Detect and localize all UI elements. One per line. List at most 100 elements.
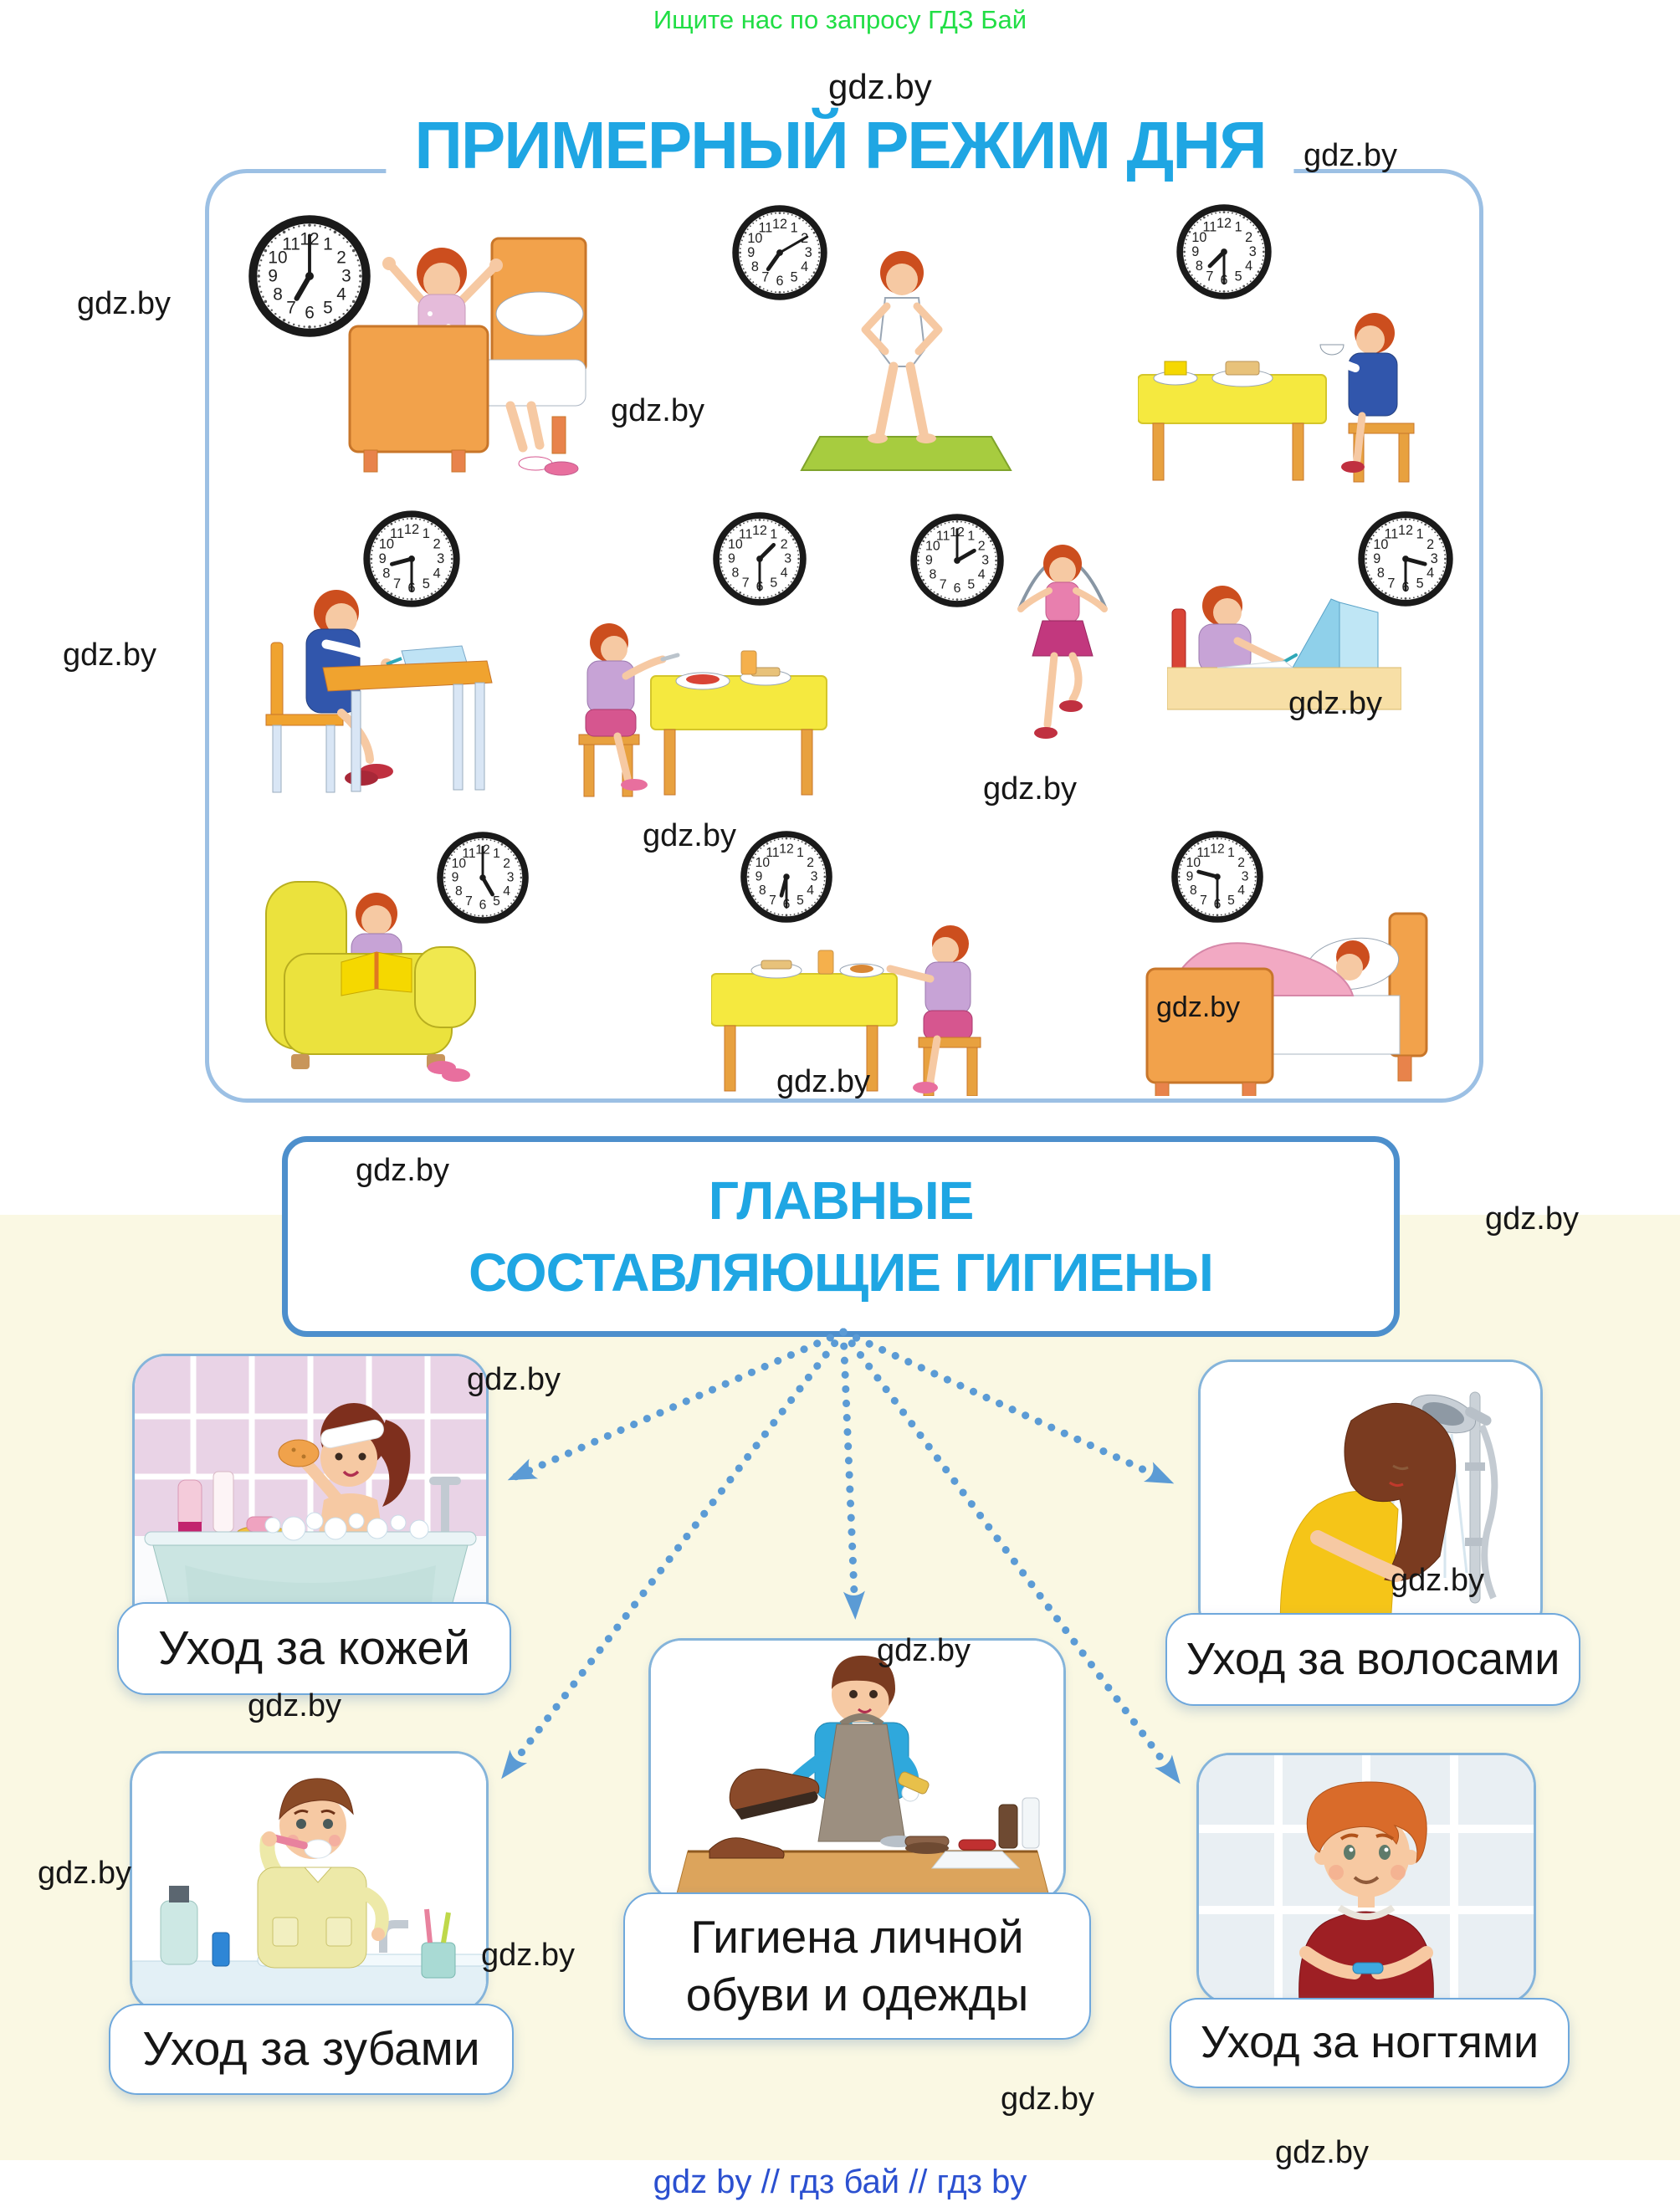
card-shoes-care-label: Гигиена личной обуви и одежды bbox=[623, 1892, 1091, 2040]
scene-jumping-rope-illustration bbox=[1017, 545, 1108, 739]
svg-text:3: 3 bbox=[805, 245, 812, 260]
card-teeth-care-image bbox=[130, 1751, 489, 2013]
gdz-watermark: gdz.by bbox=[1156, 991, 1241, 1023]
svg-text:3: 3 bbox=[811, 870, 818, 884]
svg-text:10: 10 bbox=[268, 248, 287, 268]
svg-text:6: 6 bbox=[479, 899, 487, 913]
clock-lunch: 121234567891011 bbox=[710, 510, 809, 608]
svg-text:3: 3 bbox=[1249, 244, 1257, 259]
gdz-watermark: gdz.by bbox=[1485, 1201, 1579, 1237]
hygiene-title-line2: СОСТАВЛЯЮЩИЕ ГИГИЕНЫ bbox=[469, 1242, 1214, 1303]
svg-text:8: 8 bbox=[1377, 566, 1385, 581]
svg-text:11: 11 bbox=[766, 846, 779, 860]
svg-text:1: 1 bbox=[1235, 219, 1242, 234]
svg-text:3: 3 bbox=[981, 554, 989, 568]
nail-care-label-text: Уход за ногтями bbox=[1200, 2017, 1539, 2068]
svg-text:9: 9 bbox=[747, 245, 755, 260]
svg-text:10: 10 bbox=[1186, 856, 1201, 870]
gdz-watermark: gdz.by bbox=[983, 771, 1077, 807]
svg-text:1: 1 bbox=[493, 847, 500, 861]
svg-text:12: 12 bbox=[1398, 523, 1413, 538]
routine-title: ПРИМЕРНЫЙ РЕЖИМ ДНЯ bbox=[386, 107, 1294, 184]
svg-text:5: 5 bbox=[323, 299, 333, 318]
skin-care-label-text: Уход за кожей bbox=[157, 1621, 471, 1675]
clock-exercises: 121234567891011 bbox=[730, 202, 830, 303]
arrow-to-nail-care bbox=[839, 1328, 1181, 1785]
shoes-care-label-line2: обуви и одежды bbox=[685, 1969, 1029, 2020]
svg-text:5: 5 bbox=[1227, 894, 1235, 908]
svg-text:1: 1 bbox=[791, 220, 798, 235]
svg-text:1: 1 bbox=[1227, 846, 1235, 860]
svg-text:11: 11 bbox=[462, 847, 475, 861]
promo-text: Ищите нас по запросу ГДЗ Бай bbox=[653, 5, 1027, 34]
svg-text:3: 3 bbox=[341, 267, 351, 286]
girl-taking-bath-illustration bbox=[135, 1356, 486, 1642]
svg-text:10: 10 bbox=[747, 231, 762, 246]
svg-text:7: 7 bbox=[940, 578, 947, 592]
svg-text:9: 9 bbox=[452, 871, 459, 885]
person-cleaning-shoes-illustration bbox=[651, 1641, 1063, 1900]
hygiene-title-line1: ГЛАВНЫЕ bbox=[708, 1170, 975, 1231]
svg-text:12: 12 bbox=[1216, 216, 1232, 231]
svg-text:5: 5 bbox=[423, 576, 430, 591]
svg-text:1: 1 bbox=[323, 234, 333, 253]
svg-text:2: 2 bbox=[807, 856, 814, 870]
svg-text:6: 6 bbox=[776, 274, 783, 289]
shoes-care-label-line1: Гигиена личной bbox=[690, 1911, 1024, 1964]
svg-text:5: 5 bbox=[1416, 576, 1424, 591]
gdz-watermark: gdz.by bbox=[1288, 686, 1382, 721]
svg-text:11: 11 bbox=[282, 234, 300, 253]
svg-text:12: 12 bbox=[752, 524, 767, 538]
svg-text:10: 10 bbox=[1191, 230, 1206, 245]
svg-text:2: 2 bbox=[781, 538, 788, 552]
arrow-to-skin-care bbox=[507, 1328, 848, 1482]
svg-text:7: 7 bbox=[1387, 576, 1395, 591]
svg-text:11: 11 bbox=[758, 220, 772, 235]
svg-text:1: 1 bbox=[796, 846, 804, 860]
svg-text:1: 1 bbox=[770, 527, 777, 541]
svg-text:7: 7 bbox=[1206, 269, 1213, 284]
svg-text:7: 7 bbox=[742, 576, 750, 591]
svg-text:7: 7 bbox=[286, 299, 296, 318]
svg-text:10: 10 bbox=[728, 538, 743, 552]
svg-text:1: 1 bbox=[967, 529, 975, 543]
arrow-to-teeth-care bbox=[501, 1328, 848, 1780]
svg-text:5: 5 bbox=[493, 894, 500, 909]
gdz-watermark: gdz.by bbox=[356, 1153, 449, 1188]
svg-text:2: 2 bbox=[978, 540, 986, 554]
svg-text:7: 7 bbox=[465, 894, 473, 909]
card-shoes-care-image bbox=[648, 1638, 1066, 1902]
gdz-watermark: gdz.by bbox=[828, 67, 932, 106]
svg-text:1: 1 bbox=[423, 526, 430, 541]
svg-text:4: 4 bbox=[1245, 259, 1252, 274]
card-skin-care-label: Уход за кожей bbox=[117, 1602, 511, 1695]
svg-text:11: 11 bbox=[1202, 219, 1216, 234]
scene-sleep-illustration bbox=[1145, 912, 1428, 1096]
svg-text:4: 4 bbox=[978, 567, 986, 581]
svg-text:8: 8 bbox=[929, 567, 936, 581]
card-skin-care-image bbox=[132, 1354, 489, 1645]
svg-text:9: 9 bbox=[268, 267, 278, 286]
card-teeth-care-label: Уход за зубами bbox=[109, 2004, 514, 2095]
svg-text:2: 2 bbox=[433, 537, 441, 552]
arrow-to-hair-care bbox=[839, 1328, 1175, 1485]
svg-text:10: 10 bbox=[1373, 537, 1388, 552]
gdz-watermark: gdz.by bbox=[481, 1938, 575, 1973]
scene-reading-illustration bbox=[265, 881, 476, 1082]
svg-text:11: 11 bbox=[936, 529, 950, 543]
gdz-watermark: gdz.by bbox=[643, 818, 736, 853]
gdz-watermark: gdz.by bbox=[1391, 1563, 1484, 1598]
svg-text:4: 4 bbox=[503, 884, 510, 899]
scene-homework-illustration bbox=[1167, 586, 1401, 710]
svg-text:3: 3 bbox=[437, 551, 444, 566]
svg-text:8: 8 bbox=[751, 259, 759, 274]
svg-text:8: 8 bbox=[1196, 259, 1203, 274]
svg-text:3: 3 bbox=[507, 871, 515, 885]
card-nail-care-label: Уход за ногтями bbox=[1170, 1998, 1570, 2088]
gdz-watermark: gdz.by bbox=[63, 638, 156, 673]
clock-school: 121234567891011 bbox=[361, 508, 463, 610]
svg-text:9: 9 bbox=[755, 870, 763, 884]
svg-text:2: 2 bbox=[1237, 856, 1245, 870]
clock-reading: 121234567891011 bbox=[434, 829, 531, 926]
